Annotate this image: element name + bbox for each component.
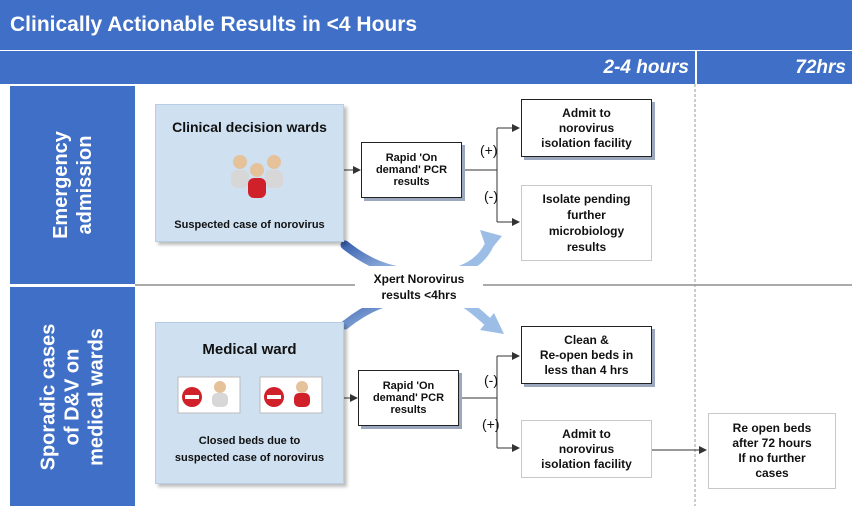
admit-isolation-box-emergency: Admit to norovirus isolation facility (521, 99, 652, 157)
column-header-72hrs: 72hrs (697, 51, 852, 84)
pcr-results-box-medical: Rapid 'On demand' PCR results (358, 370, 459, 426)
admit-isolation-box-medical: Admit to norovirus isolation facility (521, 420, 652, 478)
positive-sign: (+) (480, 142, 498, 158)
reopen-after-72-hours-box: Re open beds after 72 hours If no furthe… (708, 413, 836, 489)
page-title: Clinically Actionable Results in <4 Hour… (10, 13, 418, 36)
panel-caption: Closed beds due to suspected case of nor… (174, 435, 325, 464)
arrowhead-medical-out (480, 313, 504, 334)
negative-sign: (-) (484, 188, 498, 204)
clean-reopen-beds-box: Clean & Re-open beds in less than 4 hrs (521, 326, 652, 384)
positive-sign: (+) (482, 416, 500, 432)
arrowhead-emergency-out (480, 230, 502, 253)
closed-beds-icon (177, 376, 323, 414)
title-bar: Clinically Actionable Results in <4 Hour… (0, 0, 852, 50)
column-header-row: 2-4 hours 72hrs (0, 51, 852, 84)
xpert-norovirus-label: Xpert Norovirus results <4hrs (355, 266, 483, 308)
medical-ward-panel: Medical ward Closed beds due to suspecte… (155, 322, 344, 484)
patients-icon (231, 155, 283, 198)
negative-sign: (-) (484, 372, 498, 388)
isolate-pending-box: Isolate pending further microbiology res… (521, 185, 652, 261)
clinical-decision-wards-panel: Clinical decision wards Suspected case o… (155, 104, 344, 242)
panel-title: Medical ward (202, 341, 297, 358)
panel-title: Clinical decision wards (172, 119, 327, 135)
panel-caption: Suspected case of norovirus (174, 219, 325, 231)
pcr-results-box-emergency: Rapid 'On demand' PCR results (361, 142, 462, 198)
column-header-2-4-hours: 2-4 hours (0, 51, 695, 84)
